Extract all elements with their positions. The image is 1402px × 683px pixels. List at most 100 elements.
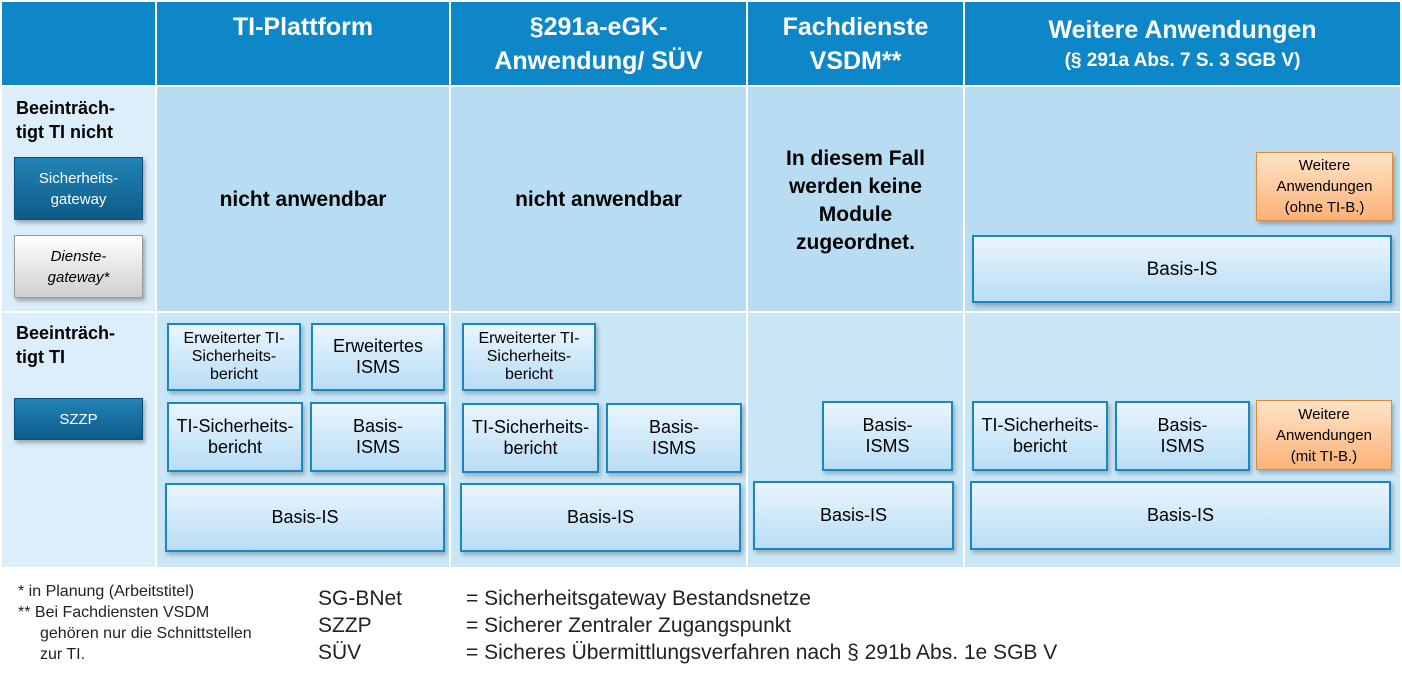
col1-bisms-line1: Basis- (352, 416, 403, 436)
col1-tisb-line2: bericht (207, 437, 263, 457)
col2-basis-isms: Basis- ISMS (606, 403, 742, 473)
legend-row: SÜV = Sicheres Übermittlungsverfahren na… (318, 639, 1388, 666)
row1-weitere-basis-is-label: Basis-IS (1146, 258, 1218, 280)
col4-tisb-line1: TI-Sicherheits- (981, 415, 1099, 435)
col3-basis-is: Basis-IS (753, 481, 954, 550)
col2-basis-is: Basis-IS (460, 483, 741, 552)
col1-basis-isms: Basis- ISMS (310, 402, 446, 472)
col4-basis-is-label: Basis-IS (1146, 505, 1215, 525)
row1-weitere-basis-is-box: Basis-IS (972, 235, 1392, 303)
col2-erw-line3: bericht (504, 366, 554, 383)
orange1-line1: Weitere (1298, 157, 1351, 174)
legend-desc: = Sicheres Übermittlungsverfahren nach §… (466, 641, 1058, 664)
legend: SG-BNet = Sicherheitsgateway Bestandsnet… (318, 585, 1388, 666)
row1-label: Beeinträch- tigt TI nicht (16, 96, 151, 144)
col1-basis-is-label: Basis-IS (271, 507, 339, 527)
col4-tisb-line2: bericht (1012, 436, 1068, 456)
orange1-line3: (ohne TI-B.) (1284, 199, 1365, 216)
row1-ti-plattform-na: nicht anwendbar (219, 188, 387, 211)
row2-label: Beeinträch- tigt TI (16, 321, 151, 369)
col1-erw-line2: Sicherheits- (191, 348, 277, 365)
col1-basis-is: Basis-IS (165, 483, 445, 552)
col1-ti-sicherheitsbericht: TI-Sicherheits- bericht (167, 402, 303, 472)
dienstegateway-line2: gateway* (47, 268, 110, 286)
col3-bisms-line2: ISMS (865, 436, 910, 456)
col2-bisms-line1: Basis- (648, 417, 699, 437)
szzp-box: SZZP (14, 398, 143, 440)
col2-erw-line1: Erweiterter TI- (478, 330, 580, 347)
col2-tisb-line1: TI-Sicherheits- (471, 417, 590, 437)
legend-abbr: SG-BNet (318, 587, 403, 610)
legend-abbr: SZZP (318, 614, 372, 637)
legend-desc: = Sicherheitsgateway Bestandsnetze (466, 587, 811, 610)
footnote-2-line1: ** Bei Fachdiensten VSDM (18, 604, 210, 621)
col1-erw-isms-line1: Erweitertes (332, 336, 424, 356)
header-egk-anwendung: §291a-eGK- Anwendung/ SÜV (451, 2, 746, 85)
footnote-2-line2: gehören nur die Schnittstellen (40, 625, 252, 642)
legend-row: SG-BNet = Sicherheitsgateway Bestandsnet… (318, 585, 1388, 612)
col3-basis-isms: Basis- ISMS (822, 401, 953, 471)
header-fachdienste: Fachdienste VSDM** (748, 2, 963, 85)
header-weitere-line1: Weitere Anwendungen (1048, 15, 1317, 44)
legend-desc: = Sicherer Zentraler Zugangspunkt (466, 614, 792, 637)
fachdienste-note-line4: zugeordnet. (796, 231, 915, 254)
col4-bisms-line1: Basis- (1157, 415, 1208, 435)
dienstegateway-box: Dienste- gateway* (14, 235, 143, 298)
footnote-1: * in Planung (Arbeitstitel) (18, 583, 195, 600)
col3-basis-is-label: Basis-IS (819, 505, 888, 525)
col1-tisb-line1: TI-Sicherheits- (176, 416, 294, 436)
fachdienste-note-line1: In diesem Fall (786, 147, 925, 170)
col4-ti-sicherheitsbericht: TI-Sicherheits- bericht (972, 401, 1108, 471)
col1-erw-line1: Erweiterter TI- (183, 330, 285, 347)
col2-bisms-line2: ISMS (651, 438, 696, 458)
row1-ti-plattform-cell (157, 87, 449, 311)
header-weitere-anwendungen: Weitere Anwendungen (§ 291a Abs. 7 S. 3 … (965, 2, 1400, 85)
row1-fachdienste-note: In diesem Fall werden keine Module zugeo… (748, 144, 963, 258)
row1-label-line2: tigt TI nicht (16, 122, 113, 142)
fachdienste-note-line2: werden keine (788, 175, 923, 198)
col1-erw-isms-line2: ISMS (355, 357, 400, 377)
row2-label-line1: Beeinträch- (16, 323, 116, 343)
header-fachdienste-line1: Fachdienste (782, 12, 929, 41)
col2-basis-is-label: Basis-IS (566, 507, 635, 527)
orange2-line3: (mit TI-B.) (1290, 447, 1358, 465)
row2-label-line2: tigt TI (16, 347, 65, 367)
orange2-line2: Anwendungen (1276, 426, 1372, 444)
col1-bisms-line2: ISMS (355, 437, 400, 457)
col4-bisms-line2: ISMS (1160, 436, 1205, 456)
sicherheitsgateway-line1: Sicherheits- (38, 169, 119, 187)
dienstegateway-line1: Dienste- (50, 247, 107, 265)
weitere-anwendungen-ohne-tib-box: Weitere Anwendungen (ohne TI-B.) (1256, 152, 1393, 221)
col2-erw-line2: Sicherheits- (486, 348, 572, 365)
legend-abbr: SÜV (318, 641, 362, 664)
row1-egk-na: nicht anwendbar (515, 188, 682, 211)
col4-basis-isms: Basis- ISMS (1115, 401, 1250, 471)
header-egk-line1: §291a-eGK- (529, 12, 668, 41)
orange1-line2: Anwendungen (1276, 178, 1373, 195)
col3-bisms-line1: Basis- (862, 415, 913, 435)
col1-erweitertes-isms: Erweitertes ISMS (311, 323, 445, 391)
footnotes: * in Planung (Arbeitstitel) ** Bei Fachd… (18, 581, 308, 665)
col4-basis-is: Basis-IS (970, 481, 1391, 550)
szzp-label: SZZP (59, 410, 98, 428)
header-corner (2, 2, 155, 85)
header-ti-plattform: TI-Plattform (157, 2, 449, 85)
row1-label-line1: Beeinträch- (16, 98, 116, 118)
header-ti-plattform-label: TI-Plattform (232, 13, 374, 41)
sicherheitsgateway-line2: gateway (50, 190, 107, 208)
sicherheitsgateway-box: Sicherheits- gateway (14, 157, 143, 220)
header-fachdienste-line2: VSDM** (809, 46, 902, 75)
row1-egk-cell (451, 87, 746, 311)
header-weitere-line2: (§ 291a Abs. 7 S. 3 SGB V) (1064, 49, 1301, 71)
footnote-2-line3: zur TI. (40, 646, 86, 663)
col2-ti-sicherheitsbericht: TI-Sicherheits- bericht (462, 403, 599, 473)
row2-label-cell (2, 313, 155, 567)
legend-row: SZZP = Sicherer Zentraler Zugangspunkt (318, 612, 1388, 639)
col2-erweiterter-ti-sicherheitsbericht: Erweiterter TI- Sicherheits- bericht (462, 323, 596, 391)
header-egk-line2: Anwendung/ SÜV (494, 46, 703, 75)
orange2-line1: Weitere (1298, 405, 1350, 423)
col1-erweiterter-ti-sicherheitsbericht: Erweiterter TI- Sicherheits- bericht (167, 323, 301, 391)
col1-erw-line3: bericht (209, 366, 259, 383)
col2-tisb-line2: bericht (503, 438, 558, 458)
weitere-anwendungen-mit-tib-box: Weitere Anwendungen (mit TI-B.) (1256, 400, 1392, 470)
